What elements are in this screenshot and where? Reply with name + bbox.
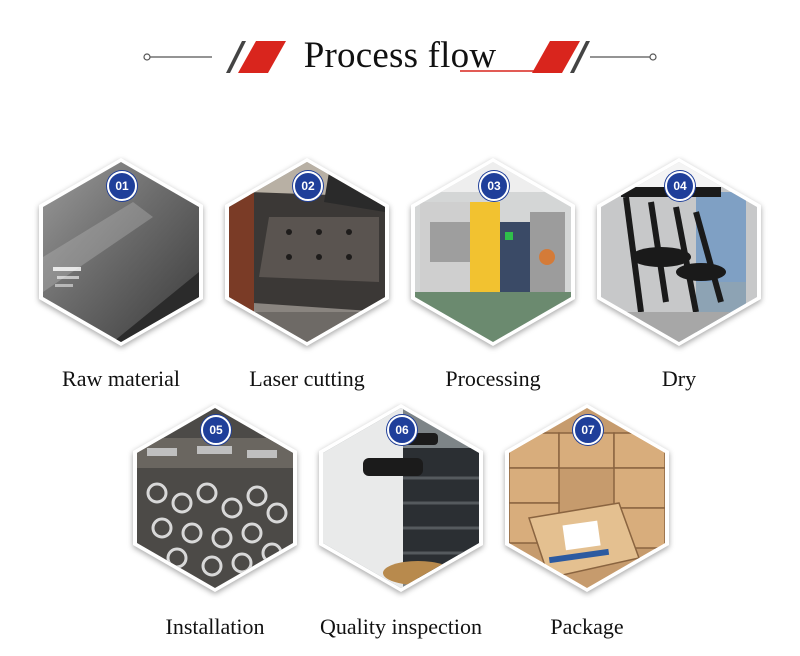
title-decoration-left	[143, 41, 286, 73]
step-label: Processing	[445, 366, 541, 391]
step-label: Installation	[165, 614, 265, 639]
step-number-badge: 06	[387, 415, 417, 445]
step-number-badge: 04	[665, 171, 695, 201]
step-number-badge: 01	[107, 171, 137, 201]
step-label: Dry	[661, 366, 697, 391]
step-label: Laser cutting	[249, 366, 365, 391]
title-underline	[460, 70, 540, 72]
step-number-badge: 05	[201, 415, 231, 445]
step-label: Package	[550, 614, 624, 639]
processing-image	[415, 162, 571, 342]
step-label: Quality inspection	[320, 614, 482, 639]
step-number-badge: 02	[293, 171, 323, 201]
step-number-badge: 03	[479, 171, 509, 201]
step-label: Raw material	[62, 366, 180, 391]
page-header: Process flow	[0, 0, 800, 100]
step-number-badge: 07	[573, 415, 603, 445]
laser-cutting-image	[229, 162, 385, 342]
page-title: Process flow	[303, 35, 497, 76]
package-image	[509, 408, 665, 588]
title-decoration-right	[532, 41, 657, 73]
